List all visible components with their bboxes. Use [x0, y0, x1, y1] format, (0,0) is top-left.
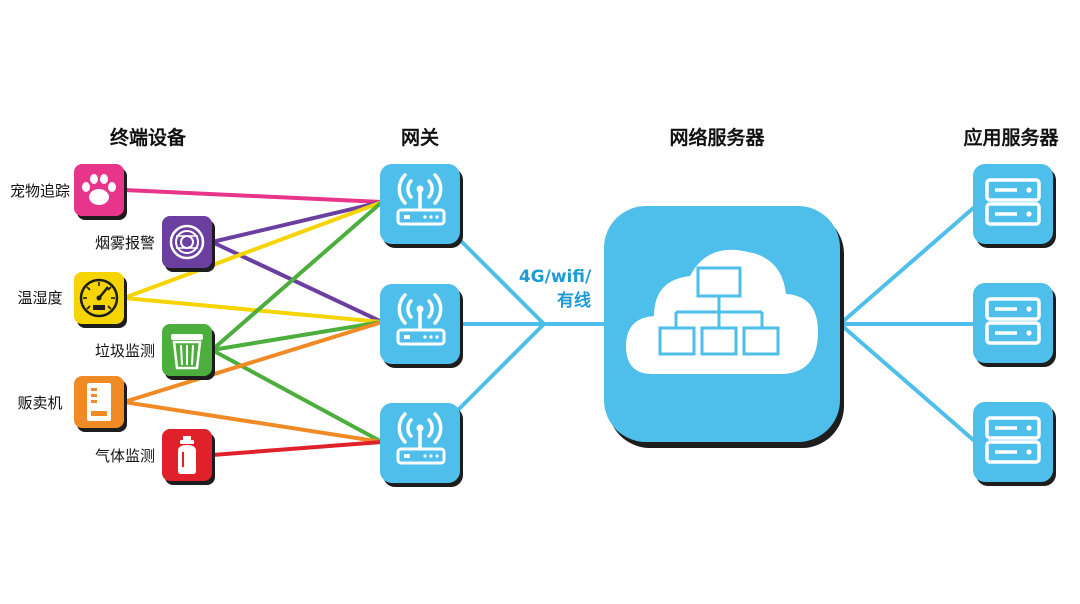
- device-label-gas: 气体监测: [95, 447, 155, 465]
- link-gas-gateway3: [211, 440, 383, 457]
- gateway-column-title: 网关: [401, 126, 439, 149]
- network-server: [604, 206, 844, 448]
- app-server-column-title: 应用服务器: [963, 126, 1059, 149]
- gauge-icon: [74, 272, 127, 328]
- gateway-3: [380, 403, 463, 487]
- gateway-network-links: [456, 236, 610, 412]
- paw-icon: [74, 164, 127, 220]
- app-server-1: [973, 164, 1056, 248]
- app-server-3: [973, 402, 1056, 486]
- link-trash-gateway1: [210, 200, 384, 352]
- device-gateway-links: [123, 188, 384, 457]
- link-temp-gateway2: [123, 296, 383, 324]
- gas-cylinder-icon: [162, 429, 215, 485]
- link-label-line2: 有线: [557, 290, 591, 311]
- link-smoke-gateway1: [211, 200, 383, 244]
- link-temp-gateway1: [123, 200, 383, 300]
- vending-machine-icon: [74, 376, 127, 432]
- cloud-network-icon: [626, 249, 818, 374]
- smoke-detector-icon: [162, 216, 215, 272]
- link-pet-gateway1: [123, 188, 383, 204]
- link-vending-gateway3: [123, 400, 383, 444]
- gateway-2: [380, 284, 463, 368]
- network-app-links: [838, 202, 980, 446]
- trash-bin-icon: [162, 324, 215, 380]
- link-vending-gateway2: [123, 320, 383, 404]
- link-label-line1: 4G/wifi/: [519, 267, 592, 287]
- network-server-column-title: 网络服务器: [669, 126, 765, 149]
- app-server-2: [973, 283, 1056, 367]
- device-label-pet: 宠物追踪: [10, 182, 70, 200]
- devices-column-title: 终端设备: [110, 126, 187, 149]
- device-label-trash: 垃圾监测: [95, 342, 155, 360]
- link-trash-gateway2: [211, 320, 383, 352]
- gateway-1: [380, 164, 463, 248]
- device-label-smoke: 烟雾报警: [95, 234, 155, 252]
- device-label-temp: 温湿度: [17, 289, 62, 307]
- device-label-vending: 贩卖机: [17, 394, 62, 412]
